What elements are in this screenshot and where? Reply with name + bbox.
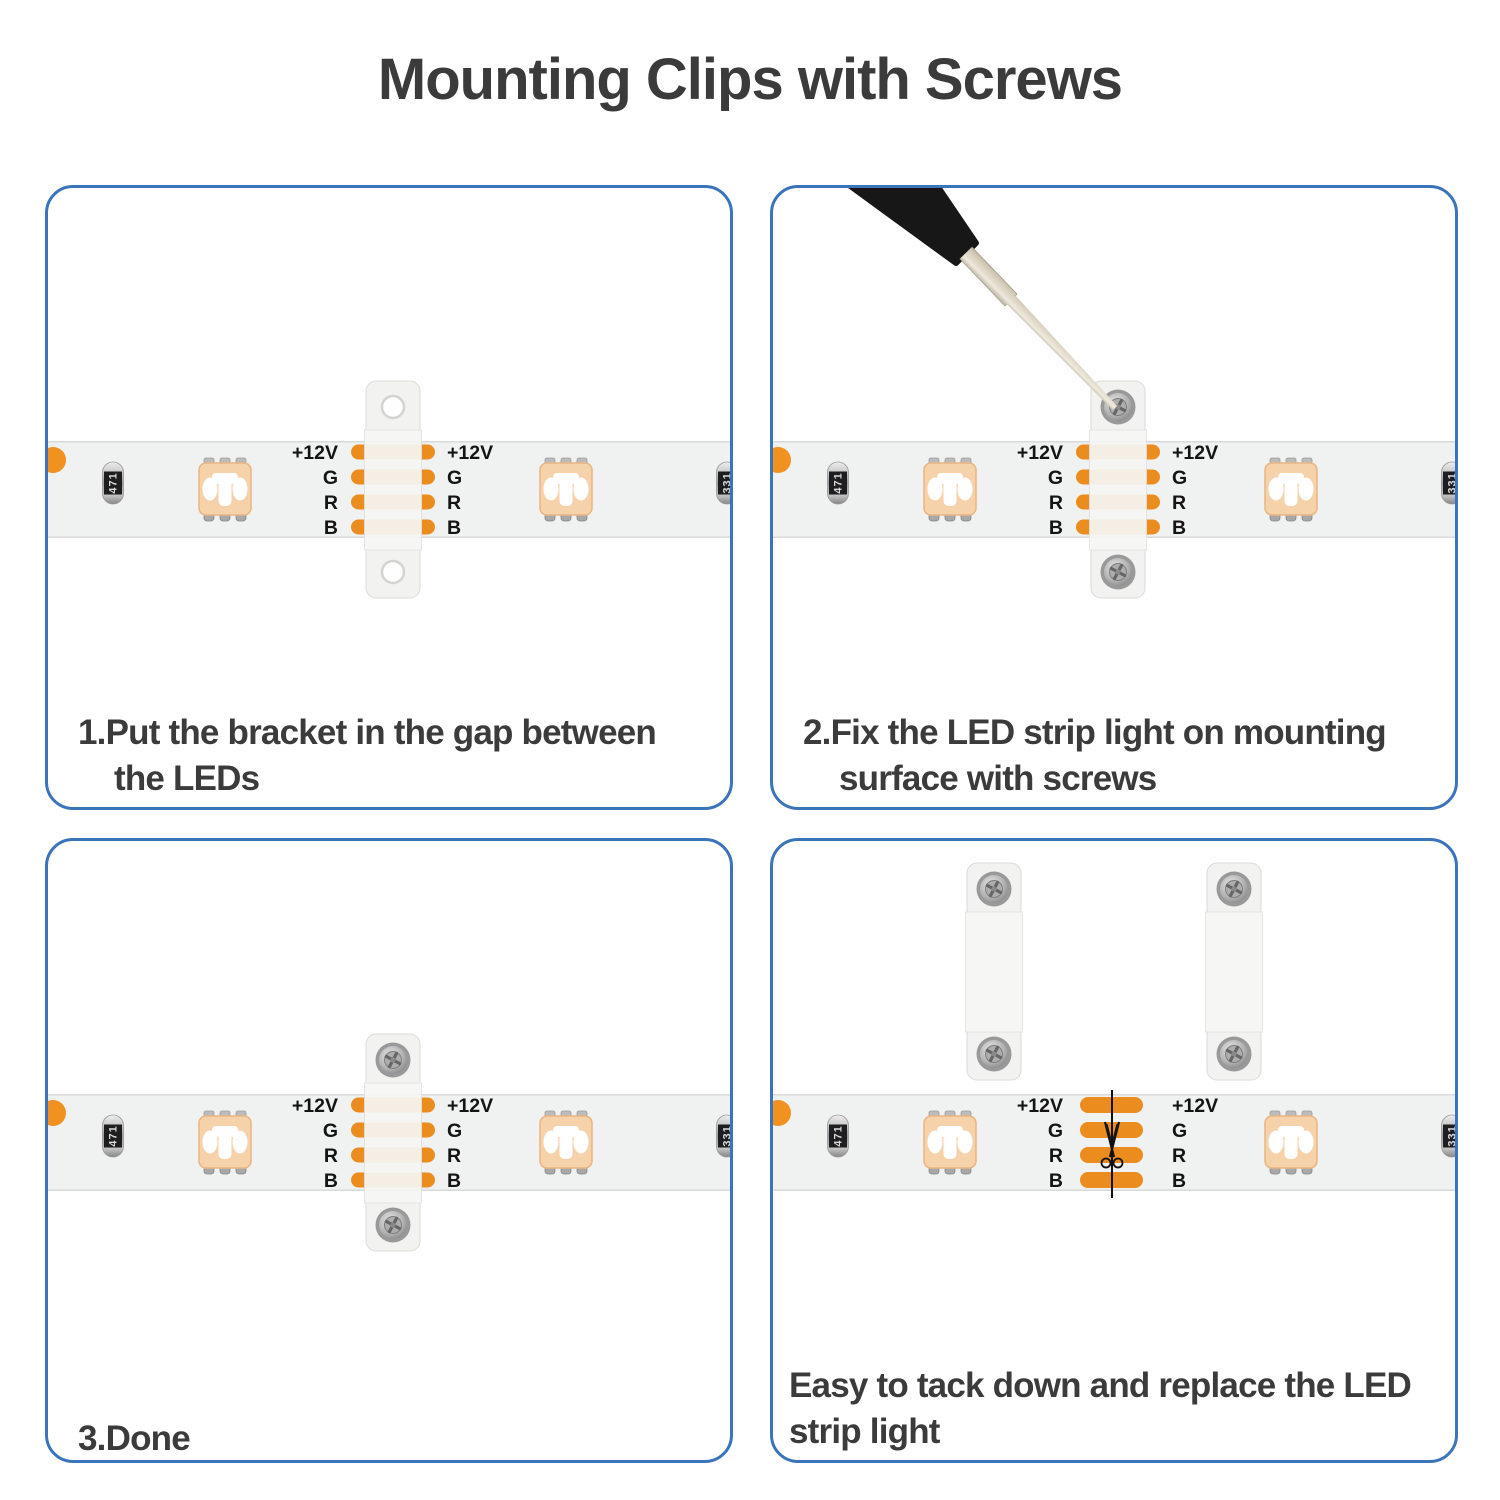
pad-labels-left: +12V G R B — [292, 442, 338, 539]
pad-labels-left: +12V G R B — [292, 1095, 338, 1192]
caption-line-2: strip light — [789, 1412, 940, 1451]
resistor-code: 331 — [1447, 472, 1459, 493]
panel-4-illustration: 471 +12V G R B +12V G R B 331 — [773, 861, 1459, 1198]
caption-line-1: 3.Done — [78, 1419, 191, 1458]
strip-end-pad-dot — [773, 447, 791, 473]
panel-step-2: 471 +12V G R B +12V G R B 331 — [770, 185, 1458, 810]
page-title: Mounting Clips with Screws — [377, 47, 1123, 112]
svg-text:R: R — [1049, 1145, 1063, 1167]
panel-step-1: 471 +12V G R B +12V G R B 331 1.Put the … — [45, 185, 733, 810]
led-chip — [1264, 457, 1318, 522]
resistor-code: 331 — [722, 472, 734, 493]
svg-text:R: R — [447, 492, 461, 514]
panel-3-illustration: 471 +12V G R B +12V G R B 331 — [48, 1032, 734, 1253]
svg-text:+12V: +12V — [1017, 442, 1063, 464]
led-chip — [198, 457, 252, 522]
led-chip — [1264, 1110, 1318, 1175]
svg-text:+12V: +12V — [292, 1095, 338, 1117]
panel-caption: Easy to tack down and replace the LED st… — [789, 1363, 1454, 1455]
svg-text:+12V: +12V — [447, 1095, 493, 1117]
svg-text:B: B — [1172, 517, 1186, 539]
panel-caption: 2.Fix the LED strip light on mounting su… — [803, 710, 1448, 802]
screw-icon — [974, 1034, 1014, 1074]
pad-labels-right: +12V G R B — [1172, 1095, 1218, 1192]
resistor-code: 331 — [722, 1125, 734, 1146]
screw-icon — [1098, 552, 1138, 592]
caption-line-1: Easy to tack down and replace the LED — [789, 1366, 1412, 1405]
svg-text:R: R — [1049, 492, 1063, 514]
svg-text:R: R — [1172, 1145, 1186, 1167]
strip-end-pad-dot — [48, 447, 66, 473]
caption-line-1: 2.Fix the LED strip light on mounting — [803, 713, 1387, 752]
svg-text:B: B — [1049, 517, 1063, 539]
led-chip — [539, 1110, 593, 1175]
panel-step-3: 471 +12V G R B +12V G R B 331 3.Done — [45, 838, 733, 1463]
screwdriver-shaft — [960, 247, 1118, 411]
panel-replace: 471 +12V G R B +12V G R B 331 — [770, 838, 1458, 1463]
svg-text:B: B — [447, 517, 461, 539]
svg-text:G: G — [1048, 1120, 1063, 1142]
pad-labels-left: +12V G R B — [1017, 442, 1063, 539]
pad-labels-right: +12V G R B — [447, 1095, 493, 1192]
svg-text:B: B — [324, 1170, 338, 1192]
screw-icon — [974, 869, 1014, 909]
led-chip — [539, 457, 593, 522]
svg-text:B: B — [1049, 1170, 1063, 1192]
caption-line-1: 1.Put the bracket in the gap between — [78, 713, 657, 752]
led-chip — [923, 457, 977, 522]
resistor-code: 471 — [833, 1125, 845, 1146]
svg-text:B: B — [324, 517, 338, 539]
strip-end-pad-dot — [773, 1100, 791, 1126]
scissors-icon — [1100, 1121, 1124, 1169]
caption-line-2: surface with screws — [839, 759, 1157, 798]
svg-text:R: R — [1172, 492, 1186, 514]
pad-labels-right: +12V G R B — [447, 442, 493, 539]
resistor-code: 471 — [108, 1125, 120, 1146]
resistor-code: 471 — [108, 472, 120, 493]
svg-text:G: G — [1172, 1120, 1187, 1142]
svg-text:B: B — [1172, 1170, 1186, 1192]
panel-caption: 1.Put the bracket in the gap between the… — [78, 710, 723, 802]
svg-text:G: G — [1172, 467, 1187, 489]
svg-text:G: G — [447, 1120, 462, 1142]
screw-icon — [1214, 1034, 1254, 1074]
svg-text:R: R — [324, 492, 338, 514]
resistor-code: 471 — [833, 472, 845, 493]
svg-text:G: G — [323, 1120, 338, 1142]
pad-labels-right: +12V G R B — [1172, 442, 1218, 539]
pad-labels-left: +12V G R B — [1017, 1095, 1063, 1192]
svg-text:+12V: +12V — [1017, 1095, 1063, 1117]
svg-text:+12V: +12V — [447, 442, 493, 464]
screw-icon — [1214, 869, 1254, 909]
svg-text:G: G — [323, 467, 338, 489]
svg-text:G: G — [447, 467, 462, 489]
svg-text:R: R — [447, 1145, 461, 1167]
svg-text:R: R — [324, 1145, 338, 1167]
screw-icon — [373, 1205, 413, 1245]
caption-line-2: the LEDs — [114, 759, 260, 798]
panel-2-illustration: 471 +12V G R B +12V G R B 331 — [773, 188, 1459, 600]
led-chip — [198, 1110, 252, 1175]
svg-text:G: G — [1048, 467, 1063, 489]
mounting-clip — [363, 379, 423, 600]
spare-clip-with-screws — [964, 861, 1024, 1082]
strip-end-pad-dot — [48, 1100, 66, 1126]
screwdriver — [848, 188, 1118, 411]
screwdriver-handle — [848, 188, 979, 266]
screw-icon — [373, 1040, 413, 1080]
svg-text:+12V: +12V — [1172, 1095, 1218, 1117]
svg-text:B: B — [447, 1170, 461, 1192]
panel-1-illustration: 471 +12V G R B +12V G R B 331 — [48, 379, 734, 600]
svg-text:+12V: +12V — [292, 442, 338, 464]
spare-clip-with-screws — [1204, 861, 1264, 1082]
svg-text:+12V: +12V — [1172, 442, 1218, 464]
led-chip — [923, 1110, 977, 1175]
resistor-code: 331 — [1447, 1125, 1459, 1146]
panel-caption: 3.Done — [78, 1416, 723, 1460]
